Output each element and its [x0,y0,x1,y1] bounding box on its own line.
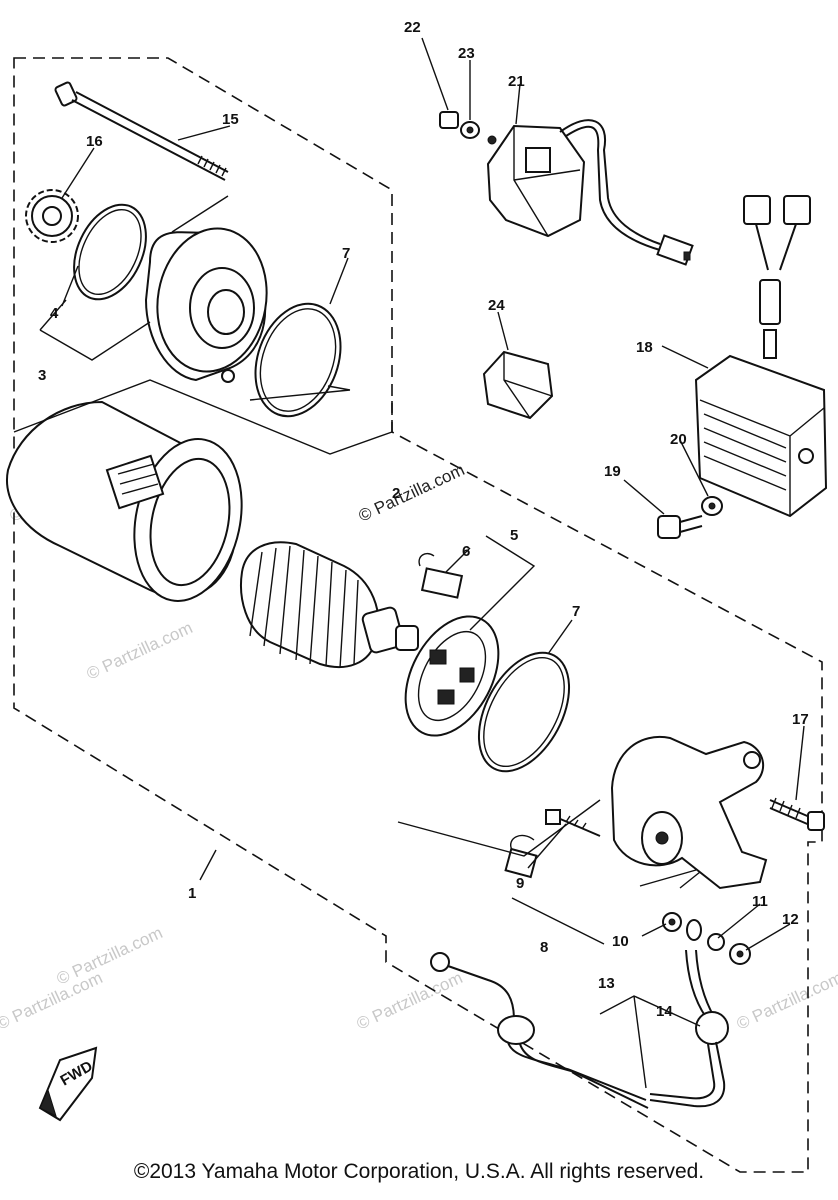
callout-bracket [397,799,605,945]
starter-cable [649,949,729,1108]
pinion-gear [25,189,79,243]
terminal-hardware [662,912,751,965]
front-cover [144,227,268,383]
watermark-faded: © Partzilla.com [354,968,466,1034]
relay-unit [482,350,554,420]
callout-8: 8 [540,939,548,956]
copyright-notice: ©2013 Yamaha Motor Corporation, U.S.A. A… [133,1160,705,1183]
yoke-housing [6,379,393,602]
callout-6: 6 [462,543,470,560]
assembly-boundary [13,57,823,1173]
terminal-lead [504,809,601,879]
starter-cable-lead [430,952,649,1109]
callout-2: 2 [392,485,400,502]
o-ring-lower [477,651,571,773]
callout-9: 9 [516,875,524,892]
callout-23: 23 [458,45,475,62]
callout-18: 18 [636,339,653,356]
callout-17: 17 [792,711,809,728]
watermark-faded: © Partzilla.com [54,923,166,989]
callout-14: 14 [656,1003,673,1020]
armature [240,541,419,669]
callout-bracket [599,995,701,1089]
callout-15: 15 [222,111,239,128]
watermark-main: © Partzilla.com [356,460,468,526]
starter-relay [486,119,694,266]
callout-16: 16 [86,133,103,150]
callout-13: 13 [598,975,615,992]
callout-7-upper: 7 [342,245,350,262]
callout-3: 3 [38,367,46,384]
callout-10: 10 [612,933,629,950]
callout-4: 4 [50,305,59,322]
brush [418,552,464,599]
callout-1: 1 [188,885,196,902]
regulator-bolt [657,496,723,539]
rear-cover [610,735,768,890]
callout-7-lower: 7 [572,603,580,620]
callout-20: 20 [670,431,687,448]
callout-leaders [61,37,805,951]
callout-19: 19 [604,463,621,480]
through-bolt [54,81,229,181]
relay-hardware [439,111,497,145]
callout-21: 21 [508,73,525,90]
callout-11: 11 [752,893,768,910]
callout-5: 5 [510,527,518,544]
fwd-direction-marker: FWD [38,1046,98,1122]
o-ring-upper [254,302,342,418]
callout-24: 24 [488,297,505,314]
brush-holder-plate [404,615,500,737]
callout-22: 22 [404,19,421,36]
watermark-faded: © Partzilla.com [84,618,196,684]
watermark-faded: © Partzilla.com [734,968,838,1034]
mounting-bolt [769,797,825,831]
watermark-faded: © Partzilla.com [0,968,106,1034]
callout-12: 12 [782,911,799,928]
callout-bracket [469,535,536,631]
rectifier-regulator [694,195,828,518]
callout-numbers: 1 2 3 4 5 6 7 7 8 9 10 11 12 13 14 15 16… [38,19,809,1020]
